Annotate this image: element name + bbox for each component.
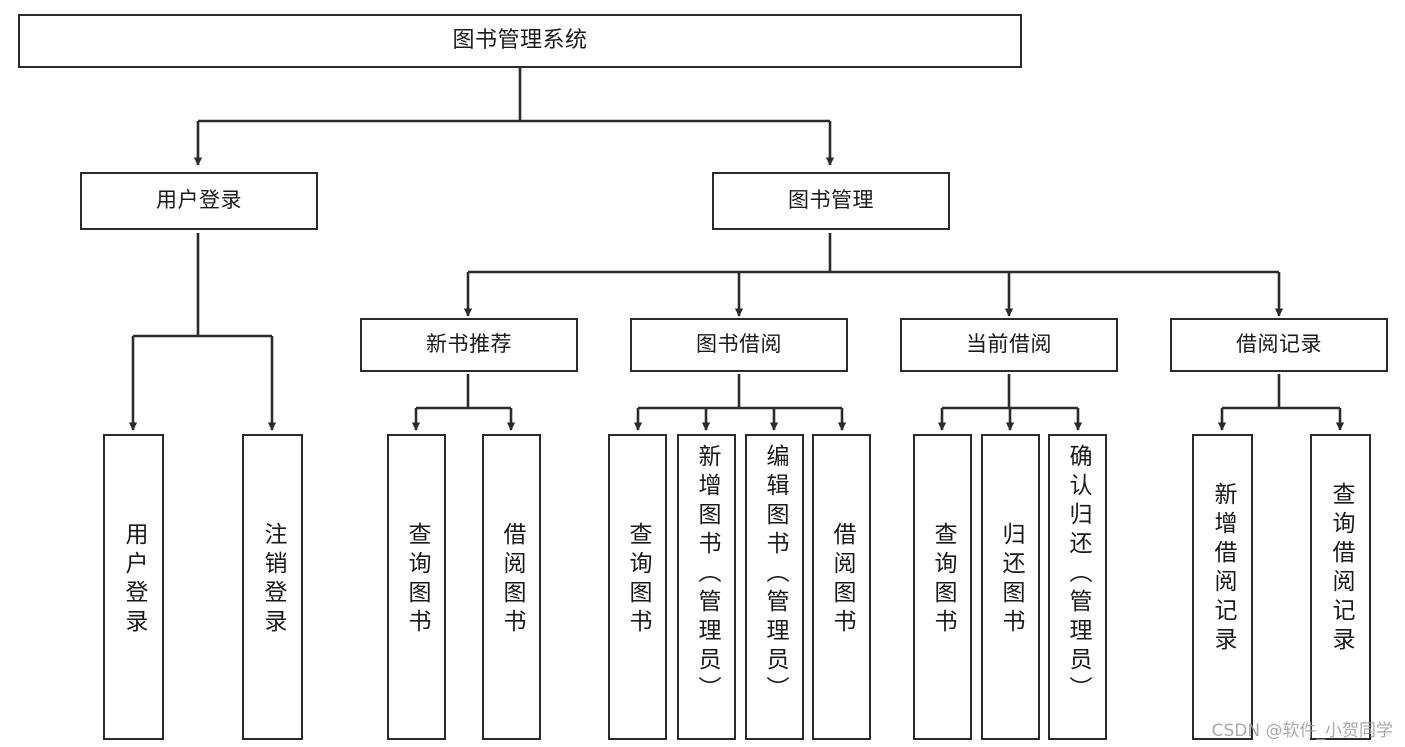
node-leaf-add-record-label: 新增借阅记录 [1210,482,1236,656]
node-leaf-return-book-label: 归还图书 [998,522,1024,638]
node-leaf-logout[interactable]: 注销登录 [242,434,303,740]
node-leaf-logout-label: 注销登录 [260,522,286,638]
node-leaf-query-book-3-label: 查询图书 [930,522,956,638]
node-user-login[interactable]: 用户登录 [80,172,318,230]
node-root[interactable]: 图书管理系统 [18,14,1022,68]
node-new-book-rec-label: 新书推荐 [426,332,512,357]
node-leaf-confirm-return-label: 确认归还（管理员） [1065,444,1091,705]
node-leaf-return-book[interactable]: 归还图书 [981,434,1040,740]
node-new-book-rec[interactable]: 新书推荐 [360,318,578,372]
node-leaf-query-record[interactable]: 查询借阅记录 [1310,434,1371,740]
node-leaf-add-book[interactable]: 新增图书（管理员） [677,434,736,740]
node-leaf-user-login[interactable]: 用户登录 [103,434,164,740]
node-borrow-record-label: 借阅记录 [1236,332,1322,357]
node-leaf-query-book-3[interactable]: 查询图书 [913,434,972,740]
node-leaf-user-login-label: 用户登录 [121,522,147,638]
node-current-borrow-label: 当前借阅 [966,332,1052,357]
node-leaf-query-book-1[interactable]: 查询图书 [387,434,446,740]
node-current-borrow[interactable]: 当前借阅 [900,318,1118,372]
node-book-manage[interactable]: 图书管理 [712,172,950,230]
node-borrow-record[interactable]: 借阅记录 [1170,318,1388,372]
node-book-manage-label: 图书管理 [788,188,874,213]
node-book-borrow-label: 图书借阅 [696,332,782,357]
node-leaf-borrow-book-2-label: 借阅图书 [829,522,855,638]
node-leaf-query-record-label: 查询借阅记录 [1328,482,1354,656]
node-leaf-edit-book[interactable]: 编辑图书（管理员） [745,434,804,740]
watermark-text: CSDN @软件_小贺同学 [1211,721,1393,741]
node-leaf-edit-book-label: 编辑图书（管理员） [762,444,788,705]
node-leaf-borrow-book-1[interactable]: 借阅图书 [482,434,541,740]
node-leaf-borrow-book-1-label: 借阅图书 [499,522,525,638]
node-leaf-add-book-label: 新增图书（管理员） [694,444,720,705]
node-leaf-query-book-2[interactable]: 查询图书 [608,434,667,740]
node-leaf-borrow-book-2[interactable]: 借阅图书 [812,434,871,740]
node-book-borrow[interactable]: 图书借阅 [630,318,848,372]
node-leaf-query-book-1-label: 查询图书 [404,522,430,638]
node-leaf-query-book-2-label: 查询图书 [625,522,651,638]
node-leaf-add-record[interactable]: 新增借阅记录 [1192,434,1253,740]
node-user-login-label: 用户登录 [156,188,242,213]
node-root-label: 图书管理系统 [452,27,588,53]
node-leaf-confirm-return[interactable]: 确认归还（管理员） [1048,434,1107,740]
